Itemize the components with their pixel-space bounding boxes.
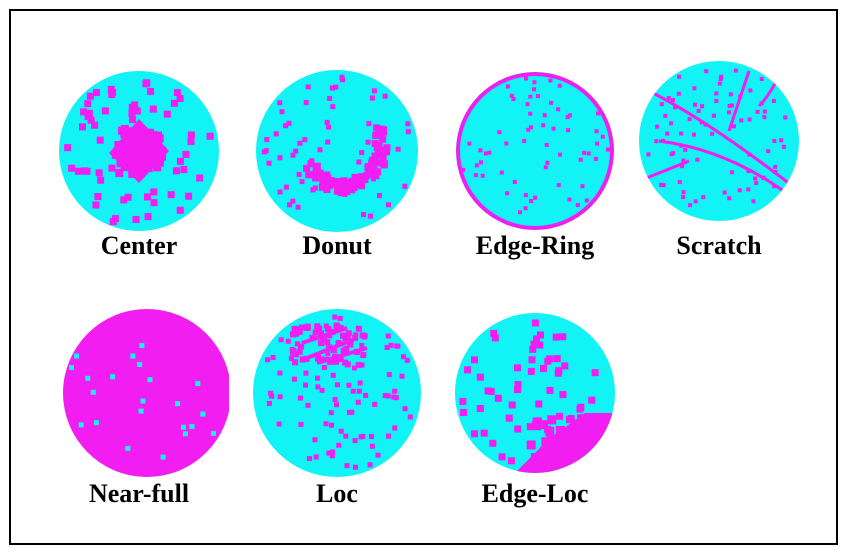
defect-layer [459, 319, 615, 473]
pattern-label-scratch: Scratch [676, 231, 762, 260]
pattern-label-donut: Donut [302, 231, 372, 260]
defect-layer [64, 79, 214, 226]
defect-layer [261, 74, 411, 219]
wafer-map-edge-ring [456, 72, 614, 230]
wafer-map-edge-loc [455, 313, 615, 473]
wafer-map-center [59, 71, 219, 231]
wafer-disk [63, 309, 229, 477]
pattern-label-edge-loc: Edge-Loc [481, 479, 589, 508]
wafer-map-donut [256, 70, 418, 232]
pattern-label-edge-ring: Edge-Ring [475, 231, 595, 260]
wafer-map-scratch [639, 61, 799, 221]
defect-layer [265, 314, 413, 470]
pattern-label-near-full: Near-full [88, 479, 190, 508]
wafer-disk [456, 72, 614, 230]
pattern-label-center: Center [100, 231, 178, 260]
pattern-label-loc: Loc [316, 479, 358, 508]
defect-layer [68, 343, 216, 460]
defect-layer [456, 72, 614, 230]
wafer-disk [256, 70, 418, 232]
figure-frame: Center Donut Edge-Ring Scratch Near-full… [9, 9, 838, 545]
wafer-map-loc [253, 309, 421, 477]
wafer-map-near-full [63, 309, 229, 477]
